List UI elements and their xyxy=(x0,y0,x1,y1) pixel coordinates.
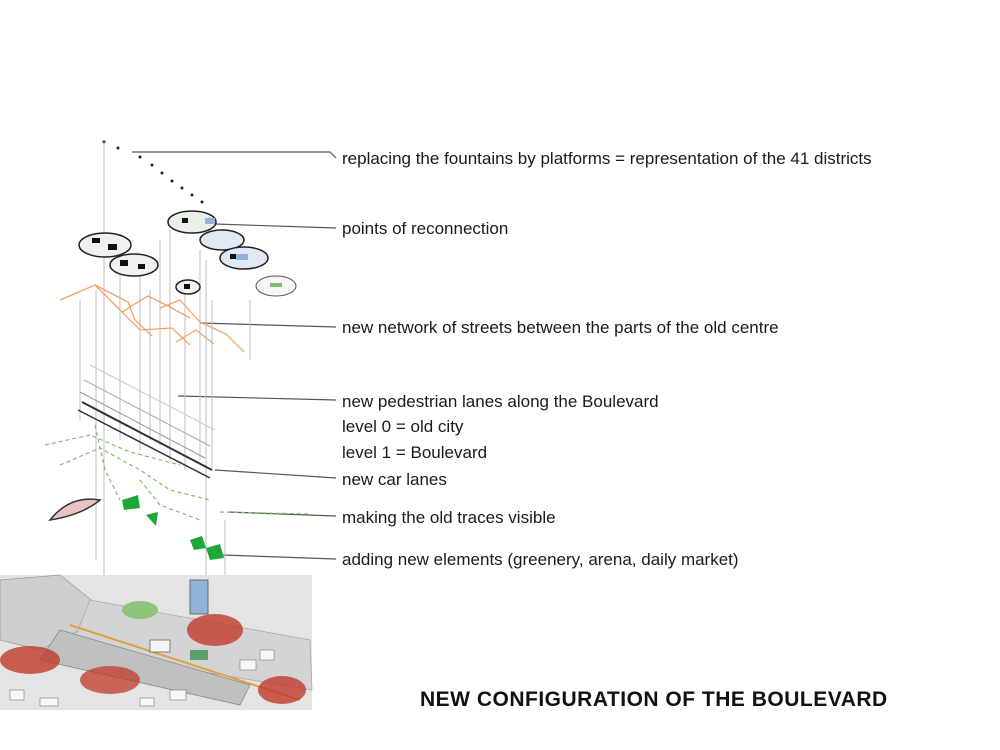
street-network xyxy=(59,284,245,353)
lane-layers xyxy=(77,364,216,479)
label-level-0: level 0 = old city xyxy=(342,417,464,436)
platform-dots xyxy=(102,140,204,204)
label-points-of-reconnection: points of reconnection xyxy=(342,219,509,238)
label-platforms: replacing the fountains by platforms = r… xyxy=(342,149,872,168)
city-model xyxy=(0,574,313,710)
leader-line-platforms xyxy=(132,151,337,159)
label-new-elements: adding new elements (greenery, arena, da… xyxy=(342,550,739,569)
label-old-traces: making the old traces visible xyxy=(342,508,556,527)
leader-line-car-lanes xyxy=(214,469,337,479)
arena-element xyxy=(48,498,102,522)
diagram-title: NEW CONFIGURATION OF THE BOULEVARD xyxy=(420,688,888,711)
leader-line-elements xyxy=(221,554,337,560)
leader-line-streets xyxy=(199,322,337,328)
label-level-1: level 1 = Boulevard xyxy=(342,443,488,462)
label-car-lanes: new car lanes xyxy=(342,470,447,489)
leader-lines xyxy=(132,151,337,560)
projection-lines xyxy=(79,142,251,580)
leader-line-pedestrian xyxy=(177,395,337,401)
old-traces xyxy=(44,424,311,521)
label-street-network: new network of streets between the parts… xyxy=(342,318,779,337)
label-pedestrian-lanes: new pedestrian lanes along the Boulevard xyxy=(342,392,659,411)
green-elements xyxy=(122,495,224,560)
platform-ovals xyxy=(78,210,297,297)
leader-line-traces xyxy=(227,511,337,517)
leader-line-reconnection xyxy=(214,223,337,229)
